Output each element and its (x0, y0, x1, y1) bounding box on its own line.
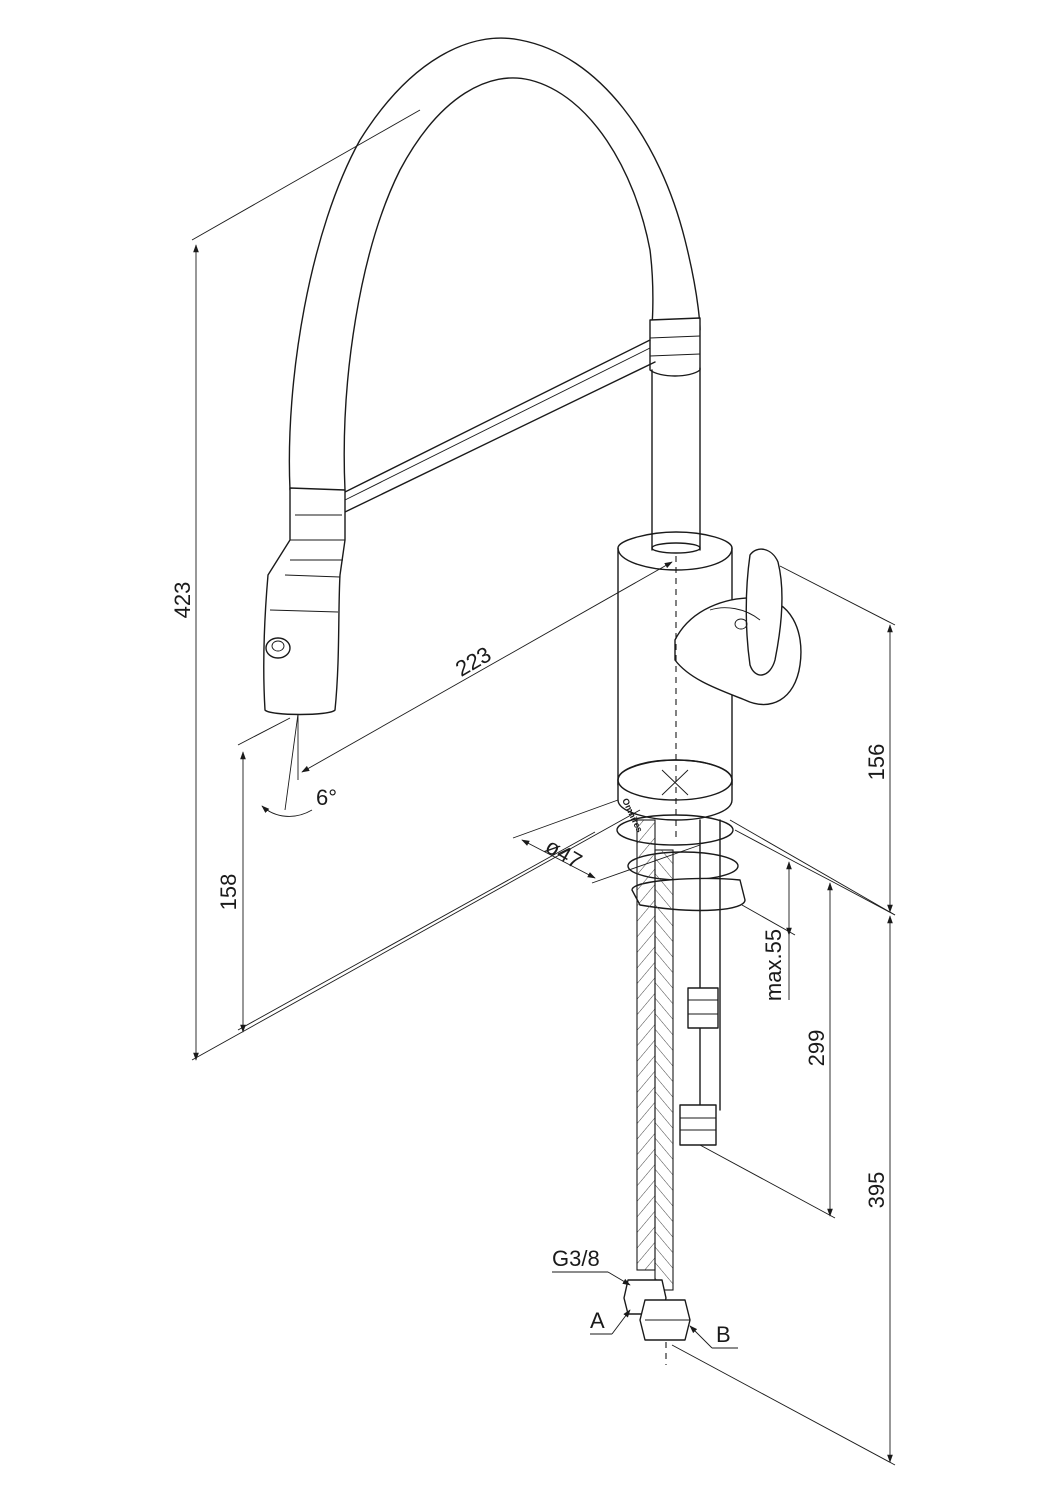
dim-spout-reach: 223 (451, 641, 495, 681)
faucet-outline: Omnires (263, 37, 802, 1365)
column-collar (649, 317, 701, 377)
dim-spray-height: 158 (216, 874, 241, 911)
lever-arm (745, 548, 783, 676)
hose-b (654, 849, 674, 1291)
label-inlet-a: A (590, 1308, 605, 1333)
dim-total-height: 423 (170, 582, 195, 619)
spray-head (263, 487, 346, 716)
rubber-gasket (616, 814, 734, 846)
faucet-column (651, 367, 701, 551)
rod-nut (687, 987, 719, 1029)
connection-callouts: G3/8 A B (552, 1246, 738, 1349)
label-inlet-b: B (716, 1322, 731, 1347)
dim-spray-angle: 6° (316, 785, 337, 810)
dim-rod-length: 299 (804, 1030, 829, 1067)
hose-a (636, 819, 656, 1271)
dim-body-height: 156 (864, 744, 889, 781)
dimensions: 423 158 223 6° ø47 156 max.55 (170, 109, 896, 1466)
rod-threaded-end (679, 1104, 717, 1146)
spray-button (265, 637, 291, 659)
label-thread: G3/8 (552, 1246, 600, 1271)
spout-hose (288, 37, 701, 491)
dim-max-deck: max.55 (761, 929, 786, 1001)
threaded-rod (699, 819, 721, 1111)
support-arm (344, 339, 651, 493)
dim-base-diameter: ø47 (541, 833, 586, 874)
dim-hose-length: 395 (864, 1172, 889, 1209)
